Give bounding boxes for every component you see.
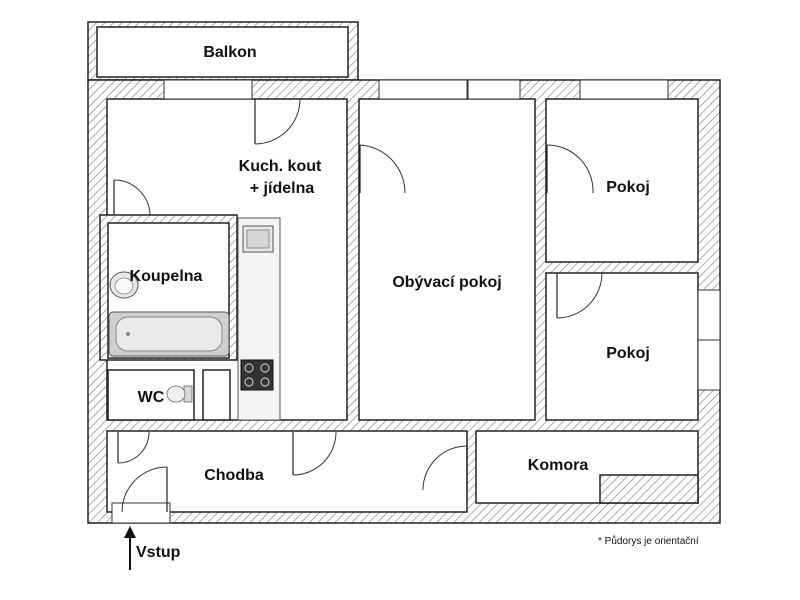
- room-top-label: Pokoj: [606, 179, 650, 196]
- footnote: * Půdorys je orientační: [598, 535, 699, 547]
- storage-corner-wall: [599, 474, 699, 504]
- room-bottom-label: Pokoj: [606, 345, 650, 362]
- room-labels: Balkon Kuch. kout + jídelna Obývací poko…: [130, 44, 650, 484]
- storage-label: Komora: [528, 457, 589, 474]
- toilet-icon: [166, 385, 193, 403]
- washbasin-icon: [109, 271, 139, 299]
- entrance-label: Vstup: [136, 544, 181, 561]
- door-swing-icon: [546, 144, 594, 194]
- window: [697, 289, 721, 341]
- bathtub-icon: [108, 311, 230, 357]
- balcony-label: Balkon: [203, 44, 256, 61]
- window: [697, 339, 721, 391]
- living-room-label: Obývací pokoj: [392, 274, 501, 291]
- kitchen-label-line1: Kuch. kout: [239, 158, 322, 175]
- window: [467, 79, 521, 100]
- bathroom-label: Koupelna: [130, 268, 203, 285]
- window: [579, 79, 669, 100]
- balcony-area: [96, 26, 349, 78]
- sink-icon: [242, 225, 274, 253]
- door-swing-icon: [121, 466, 168, 513]
- hall-label: Chodba: [204, 467, 264, 484]
- door-swing-icon: [292, 431, 337, 476]
- room-bottom-area: [545, 272, 699, 421]
- door-swing-icon: [254, 98, 301, 145]
- door-swing-icon: [422, 445, 468, 491]
- door-swing-icon: [556, 272, 603, 319]
- wc-label: WC: [138, 389, 165, 406]
- window: [378, 79, 468, 100]
- kitchen-counter: [237, 217, 281, 421]
- rooms: [96, 26, 699, 513]
- entrance-arrow-icon: [124, 526, 136, 570]
- doors: [113, 98, 603, 513]
- door-swing-icon: [113, 179, 151, 216]
- hall-area: [106, 430, 468, 513]
- entrance-threshold: [111, 502, 171, 524]
- living-room-area: [358, 98, 536, 421]
- window: [163, 79, 253, 100]
- door-swing-icon: [359, 144, 406, 194]
- kitchen-label-line2: + jídelna: [250, 180, 315, 197]
- stove-icon: [240, 359, 274, 391]
- door-swing-icon: [117, 431, 150, 464]
- room-top-area: [545, 98, 699, 263]
- shaft-area: [202, 369, 231, 421]
- windows: [111, 79, 721, 524]
